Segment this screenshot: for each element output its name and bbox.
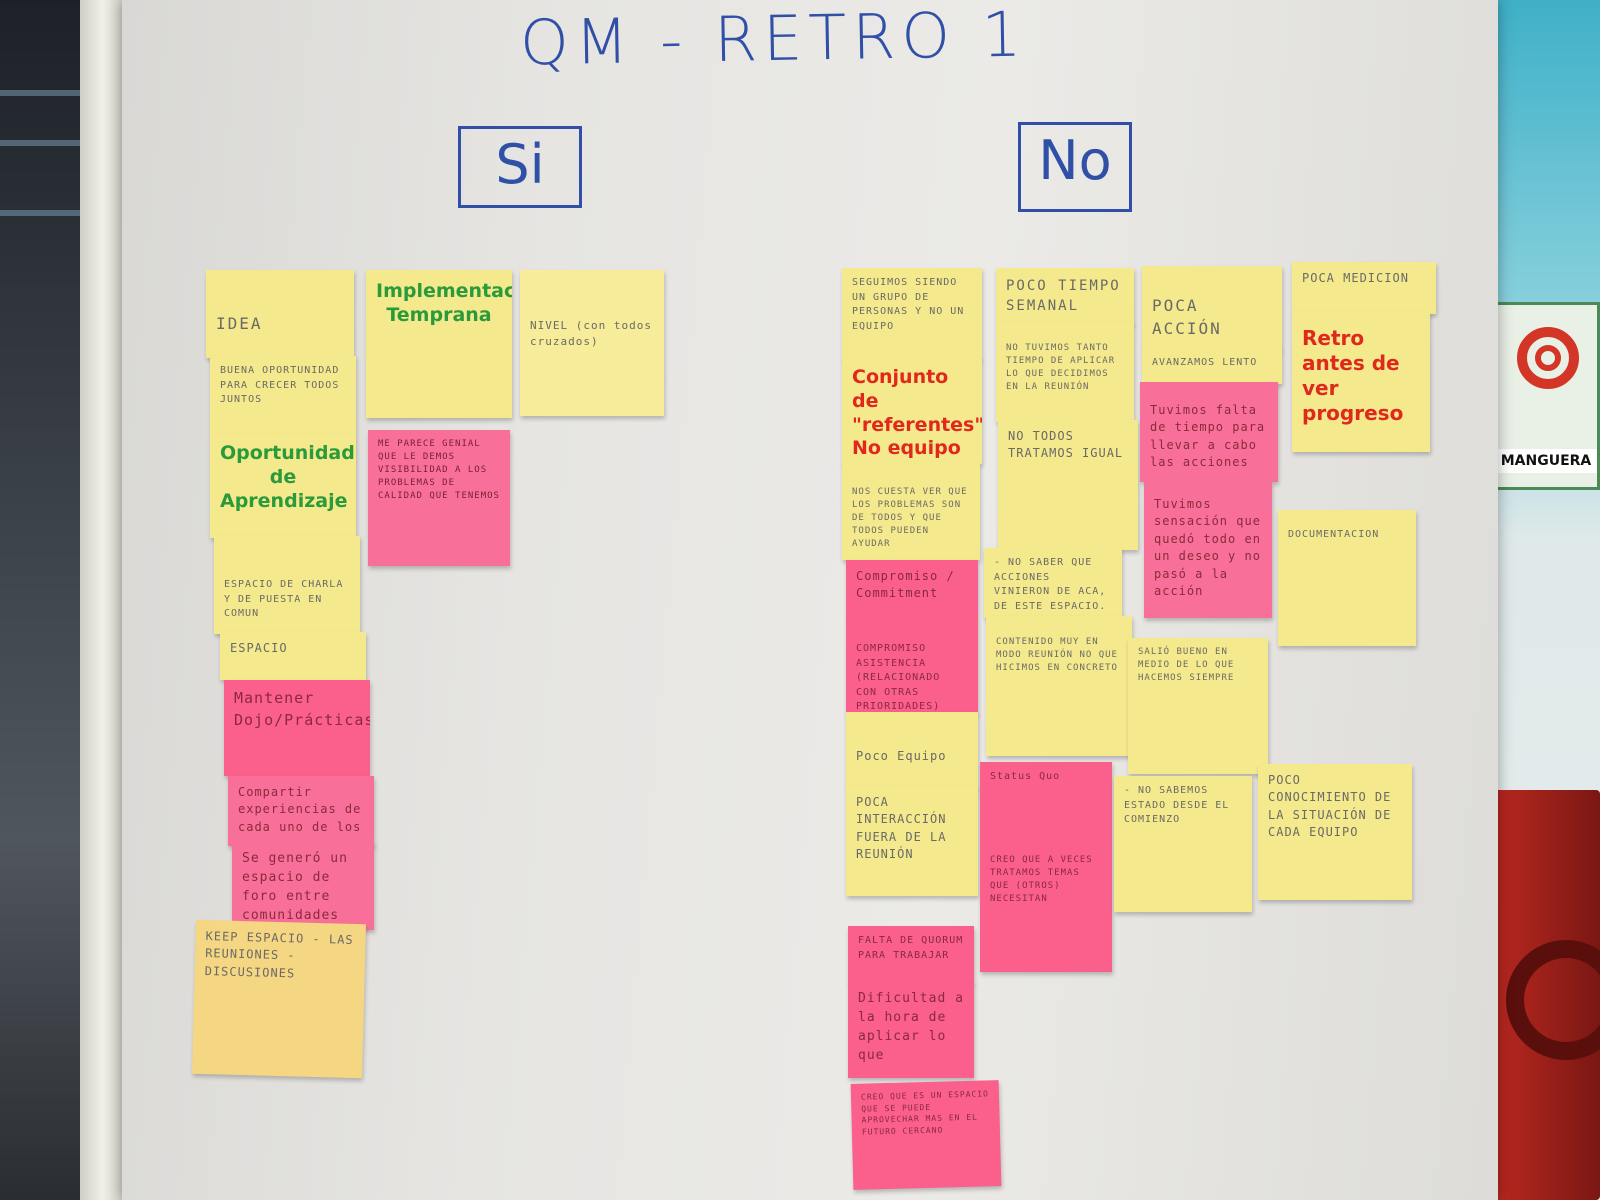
sticky-note: POCA INTERACCIÓN FUERA DE LA REUNIÓN <box>846 786 978 896</box>
sticky-note: COMPROMISO ASISTENCIA (RELACIONADO CON O… <box>846 622 978 714</box>
sticky-note: Implementación Temprana <box>366 270 512 418</box>
column-header-no: No <box>1018 122 1132 212</box>
sticky-note: Tuvimos sensación que quedó todo en un d… <box>1144 482 1272 618</box>
sticky-note: Tuvimos falta de tiempo para llevar a ca… <box>1140 382 1278 482</box>
sticky-note: NOS CUESTA VER QUE LOS PROBLEMAS SON DE … <box>842 462 980 560</box>
ceiling-light <box>0 210 80 216</box>
sticky-note: ESPACIO <box>220 632 366 680</box>
sticky-note-text: CREO QUE A VECES TRATAMOS TEMAS QUE (OTR… <box>990 855 1093 905</box>
sticky-note: NO TUVIMOS TANTO TIEMPO DE APLICAR LO QU… <box>996 322 1134 422</box>
sticky-note: NO TODOS TRATAMOS IGUAL <box>998 420 1138 550</box>
sticky-note: Compartir experiencias de cada uno de lo… <box>228 776 374 846</box>
sticky-note: DOCUMENTACION <box>1278 510 1416 646</box>
fire-hose-sign: MANGUERA <box>1492 302 1600 490</box>
sticky-note: SEGUIMOS SIENDO UN GRUPO DE PERSONAS Y N… <box>842 268 982 360</box>
sticky-note: Compromiso / Commitment <box>846 560 978 622</box>
ceiling-light <box>0 90 80 96</box>
sticky-note: - NO SABER QUE ACCIONES VINIERON DE ACA,… <box>984 548 1122 618</box>
hose-reel-icon <box>1506 940 1600 1060</box>
sticky-note: Se generó un espacio de foro entre comun… <box>232 842 374 930</box>
sticky-note: NIVEL (con todos cruzados) <box>520 270 664 416</box>
sticky-note: POCA MEDICION <box>1292 262 1436 314</box>
column-header-si: Si <box>458 126 582 208</box>
sticky-note: POCO TIEMPO SEMANAL <box>996 268 1134 324</box>
sticky-note: POCA ACCIÓN <box>1142 266 1282 350</box>
sticky-note: Poco Equipo <box>846 712 978 788</box>
hose-sign-label: MANGUERA <box>1495 449 1597 473</box>
sticky-note: IDEA <box>206 270 354 358</box>
ceiling-light <box>0 140 80 146</box>
hose-icon <box>1517 327 1579 389</box>
sticky-note: BUENA OPORTUNIDAD PARA CRECER TODOS JUNT… <box>210 356 356 434</box>
sticky-note: KEEP ESPACIO - LAS REUNIONES - DISCUSION… <box>192 919 366 1079</box>
sticky-note: SALIÓ BUENO EN MEDIO DE LO QUE HACEMOS S… <box>1128 638 1268 774</box>
sticky-note: CONTENIDO MUY EN MODO REUNIÓN NO QUE HIC… <box>986 616 1132 756</box>
easel-pole <box>80 0 130 1200</box>
sticky-note: AVANZAMOS LENTO <box>1142 348 1282 384</box>
sticky-note: Mantener Dojo/Prácticas <box>224 680 370 776</box>
sticky-note: Status Quo <box>980 762 1112 972</box>
sticky-note: Conjunto de "referentes" No equipo <box>842 358 982 464</box>
sticky-note: - NO SABEMOS ESTADO DESDE EL COMIENZO <box>1114 776 1252 912</box>
sticky-note: Oportunidad de Aprendizaje <box>210 434 356 538</box>
sticky-note: ESPACIO DE CHARLA Y DE PUESTA EN COMUN <box>214 536 360 634</box>
sticky-note: POCO CONOCIMIENTO DE LA SITUACIÓN DE CAD… <box>1258 764 1412 900</box>
hose-icon-center <box>1535 345 1561 371</box>
sticky-note: ME PARECE GENIAL QUE LE DEMOS VISIBILIDA… <box>368 430 510 566</box>
board-title: QM - RETRO 1 <box>519 0 1028 80</box>
sticky-note: CREO QUE ES UN ESPACIO QUE SE PUEDE APRO… <box>850 1080 1002 1190</box>
sticky-note: FALTA DE QUORUM PARA TRABAJAR <box>848 926 974 984</box>
sticky-note: Dificultad a la hora de aplicar lo que <box>848 982 974 1078</box>
sticky-note: Retro antes de ver progreso <box>1292 312 1430 452</box>
